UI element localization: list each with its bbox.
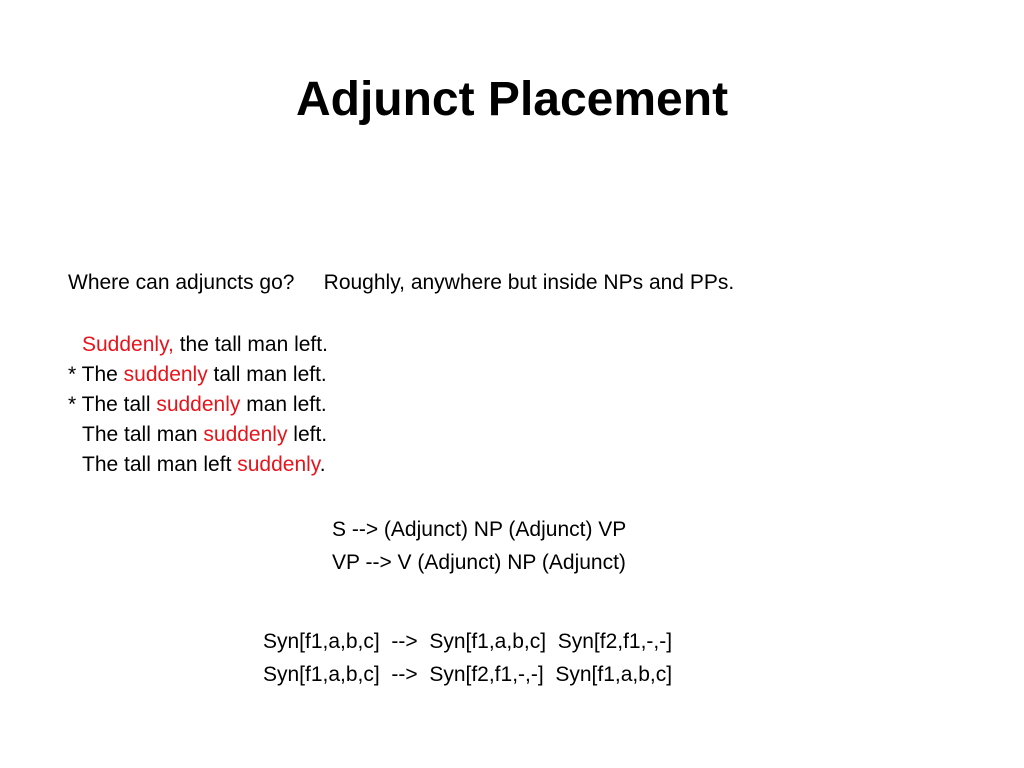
answer-text: Roughly, anywhere but inside NPs and PPs… — [323, 271, 735, 294]
example-line: The tall man left suddenly. — [82, 450, 326, 480]
grammar-rule: S --> (Adjunct) NP (Adjunct) VP — [332, 518, 627, 541]
adjunct-word: suddenly — [123, 363, 208, 386]
syn-rule: Syn[f1,a,b,c] --> Syn[f1,a,b,c] Syn[f2,f… — [263, 630, 673, 653]
example-post: left. — [287, 423, 328, 446]
example-pre: * The tall — [68, 393, 157, 416]
adjunct-word: suddenly — [203, 423, 288, 446]
slide-title: Adjunct Placement — [295, 73, 729, 126]
example-line: * The tall suddenly man left. — [68, 390, 327, 420]
example-pre: The tall man — [82, 423, 204, 446]
question-line: Where can adjuncts go? Roughly, anywhere… — [68, 268, 734, 298]
example-post: tall man left. — [207, 363, 327, 386]
example-pre: * The — [68, 363, 124, 386]
example-line: Suddenly, the tall man left. — [82, 330, 328, 360]
adjunct-word: suddenly — [156, 393, 241, 416]
example-post: man left. — [240, 393, 327, 416]
syn-rule: Syn[f1,a,b,c] --> Syn[f2,f1,-,-] Syn[f1,… — [263, 663, 673, 686]
adjunct-word: suddenly — [237, 453, 320, 476]
example-line: * The suddenly tall man left. — [68, 360, 327, 390]
example-post: the tall man left. — [173, 333, 328, 356]
example-pre: The tall man left — [82, 453, 238, 476]
grammar-rule: VP --> V (Adjunct) NP (Adjunct) — [332, 551, 626, 574]
example-post: . — [319, 453, 326, 476]
adjunct-word: Suddenly, — [82, 333, 174, 356]
question-text: Where can adjuncts go? — [68, 271, 295, 294]
example-line: The tall man suddenly left. — [82, 420, 327, 450]
